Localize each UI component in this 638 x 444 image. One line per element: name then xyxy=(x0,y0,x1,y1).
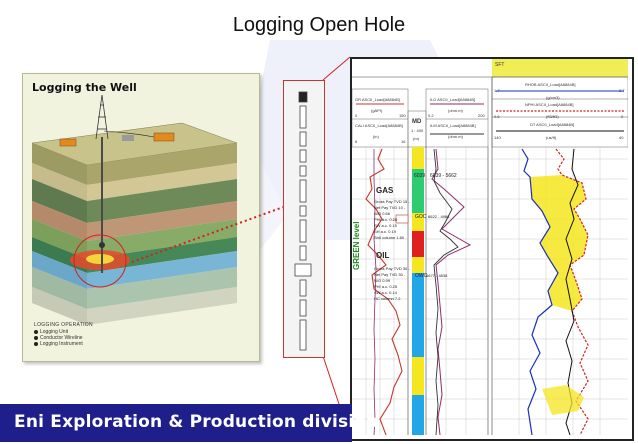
dt-unit: (us/ft) xyxy=(546,135,557,140)
well-log-chart xyxy=(352,59,628,435)
dt-min: 140 xyxy=(494,135,501,140)
rig-building xyxy=(122,135,134,141)
gr-unit: (gAPI) xyxy=(371,108,383,113)
gas-zone-line: N/G 0.66 xyxy=(374,211,391,216)
nphi-max: 0 xyxy=(621,114,624,119)
md-header: MD xyxy=(412,119,422,125)
front-strata xyxy=(32,143,87,325)
track-borders xyxy=(407,77,493,435)
depth-range-label: 6039 - 5662 xyxy=(430,173,457,179)
gr-min: 0 xyxy=(355,113,358,118)
oil-zone-line: Net Pay TVD 30 - xyxy=(374,272,406,277)
owc-label: OWC xyxy=(415,273,428,279)
gr-max: 150 xyxy=(399,113,406,118)
gas-label: GAS xyxy=(376,186,394,195)
cali-header: CALI ASCII_Load[A8884B] xyxy=(355,123,403,128)
md-scale: 1 : 400 xyxy=(411,128,424,133)
nphi-min: 0.6 xyxy=(494,114,500,119)
bullet-icon xyxy=(34,329,38,334)
legend-item: Logging Unit xyxy=(34,329,68,335)
ilm-unit: (ohm.m) xyxy=(448,134,463,139)
ild-header: ILD ASCII_Load[A8884B] xyxy=(430,97,476,102)
cali-max: 16 xyxy=(401,139,406,144)
nphi-header: NPHI ASCII_Load[A8884B] xyxy=(525,102,574,107)
dotted-connector xyxy=(131,200,301,263)
oil-label: OIL xyxy=(376,251,390,260)
rhob-min: 1.7 xyxy=(494,88,500,93)
zoom-circle xyxy=(73,234,127,288)
ilm-header: ILM ASCII_Load[A8884B] xyxy=(430,123,476,128)
dt-max: 40 xyxy=(619,135,624,140)
oil-zone-line: HC column 7.2 xyxy=(374,296,401,301)
cali-unit: (in) xyxy=(373,134,379,139)
nphi-unit: (ft3/ft3) xyxy=(546,114,559,119)
rhob-curve xyxy=(521,148,559,435)
ilm-curve xyxy=(433,148,459,435)
oil-zone-line: SW a.c. 0.14 xyxy=(374,290,397,295)
ild-min: 0.2 xyxy=(428,113,434,118)
legend-item: Logging Instrument xyxy=(34,341,83,347)
footer-division-name: Eni Exploration & Production division xyxy=(14,412,379,432)
track-grid xyxy=(352,147,628,435)
sft-label: SFT xyxy=(495,62,505,68)
rhob-header: RHOB ASCII_Load[A8884B] xyxy=(525,82,576,87)
slide-title: Logging Open Hole xyxy=(232,14,406,36)
well-cross-section xyxy=(31,94,238,325)
footer-banner xyxy=(0,404,352,442)
oil-zone-line: PHI a.c. 0.25 xyxy=(374,284,398,289)
logging-tool-string xyxy=(294,91,312,351)
reservoir-core xyxy=(86,254,114,264)
goc-value: 6622 - 4986 xyxy=(428,214,450,219)
ild-unit: (ohm.m) xyxy=(448,108,463,113)
goc-marker xyxy=(395,214,409,224)
gas-zone-line: SW a.c. 0.15 xyxy=(374,223,397,228)
rhob-unit: (g/cm3) xyxy=(546,95,560,100)
md-unit: (m) xyxy=(413,136,419,141)
goc-label: GOC xyxy=(415,214,427,220)
legend-title: LOGGING OPERATION xyxy=(34,322,93,328)
owc-value: 6677 - 4838 xyxy=(426,273,448,278)
gr-curve xyxy=(365,148,403,435)
oil-zone-line: Gross Pay TVD 30 - xyxy=(374,266,410,271)
well-diagram-title: Logging the Well xyxy=(32,81,137,94)
oil-zone-line: N/G 0.99 xyxy=(374,278,391,283)
lithology-column xyxy=(412,147,424,435)
gas-zone-line: SH a.c. 0.19 xyxy=(374,229,397,234)
water-zone-fill xyxy=(542,385,584,415)
gas-zone-line: Net Pay TVD 10 - xyxy=(374,205,406,210)
ild-curve xyxy=(431,148,472,435)
legend-item: Conductor Wireline xyxy=(34,335,83,341)
cali-curve xyxy=(373,149,377,435)
gas-zone-line: Gross Pay TVD 15 - xyxy=(374,199,410,204)
gas-zone-line: Sh0 column 1.60 xyxy=(374,235,405,240)
depth-top-label: 6039 xyxy=(414,173,426,179)
equipment-trailer xyxy=(59,138,77,147)
header-grid xyxy=(352,76,628,148)
gr-header: GR ASCII_Load[A8884B] xyxy=(355,97,400,102)
cali-min: 6 xyxy=(355,139,358,144)
rhob-max: 2.7 xyxy=(619,88,625,93)
bullet-icon xyxy=(34,341,38,346)
dt-header: DT ASCII_Load[A8884B] xyxy=(530,122,575,127)
sft-header-bar xyxy=(492,59,628,77)
gas-crossover-fill xyxy=(530,175,588,311)
side-strata xyxy=(87,143,237,325)
green-level-label: GREEN level xyxy=(352,221,361,270)
drilling-derrick xyxy=(95,94,109,140)
gas-zone-line: PHI a.c. 0.28 xyxy=(374,217,398,222)
connector-line-top xyxy=(322,56,351,81)
logging-instrument xyxy=(99,242,105,248)
ild-max: 200 xyxy=(478,113,485,118)
wireline xyxy=(103,130,155,138)
bullet-icon xyxy=(34,335,38,340)
logging-unit xyxy=(153,132,175,142)
